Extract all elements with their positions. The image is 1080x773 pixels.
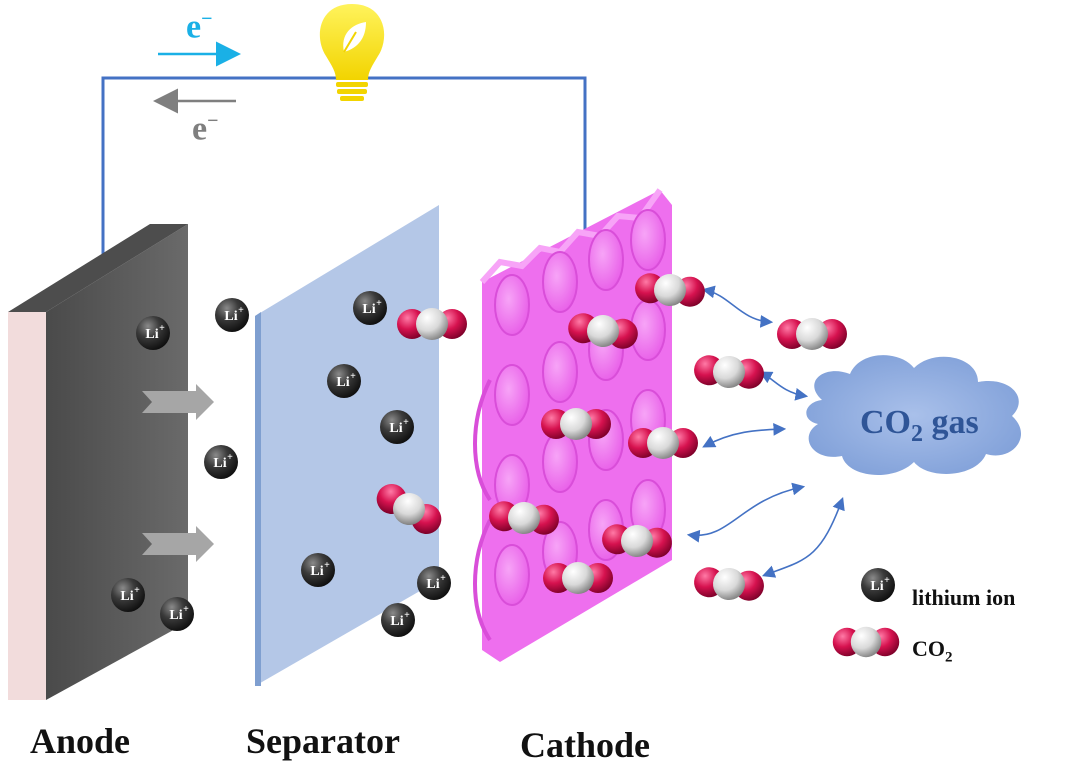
lithium-ion: Li+ [160, 597, 194, 631]
lithium-ion: Li+ [136, 316, 170, 350]
svg-text:+: + [324, 560, 330, 571]
svg-text:Li: Li [426, 577, 439, 592]
exchange-arrow [762, 496, 845, 578]
svg-text:Li: Li [169, 608, 182, 623]
lithium-ion: Li+ [204, 445, 238, 479]
exchange-arrow [686, 482, 806, 543]
legend-co2-formula: CO [912, 636, 945, 661]
cathode-pore [542, 341, 578, 403]
lithium-ion: Li+ [111, 578, 145, 612]
cathode-pore [494, 544, 530, 606]
co2-molecule [777, 318, 847, 350]
lithium-ions: Li+Li+Li+Li+Li+Li+Li+Li+Li+Li+Li+Li+ [111, 291, 895, 637]
electron-symbol: e [186, 8, 202, 46]
co2-molecule [376, 484, 442, 534]
co2-molecule [568, 313, 638, 349]
svg-text:+: + [376, 298, 382, 309]
cathode-pore [588, 229, 624, 291]
lithium-ion: Li+ [861, 568, 895, 602]
cathode-label: Cathode [520, 725, 651, 765]
svg-text:Li: Li [213, 456, 226, 471]
svg-text:+: + [884, 575, 890, 586]
legend-co2-subscript: 2 [945, 649, 953, 666]
svg-text:+: + [183, 604, 189, 615]
legend-co2-label: CO2 [912, 636, 953, 666]
svg-text:Li: Li [224, 309, 237, 324]
lithium-ion: Li+ [381, 603, 415, 637]
cathode-pore [542, 431, 578, 493]
cathode-pore [542, 251, 578, 313]
anode-label: Anode [30, 721, 131, 761]
electron-label-top: e− [186, 8, 213, 46]
lithium-ion: Li+ [301, 553, 335, 587]
cathode-pores [494, 209, 666, 606]
electron-charge: − [207, 110, 219, 132]
lightbulb-leaf-icon [319, 4, 385, 101]
lithium-ion: Li+ [380, 410, 414, 444]
lithium-ion: Li+ [215, 298, 249, 332]
co2-gas-suffix: gas [923, 404, 979, 441]
exchange-arrow [759, 371, 809, 401]
co2-molecule [628, 427, 698, 459]
svg-text:Li: Li [120, 589, 133, 604]
svg-text:+: + [403, 417, 409, 428]
co2-gas-label: CO2 gas [860, 404, 979, 448]
co2-molecule [602, 524, 672, 558]
cathode-pore [494, 364, 530, 426]
svg-text:Li: Li [362, 302, 375, 317]
lithium-ion: Li+ [417, 566, 451, 600]
co2-molecule [832, 626, 900, 658]
exchange-arrow [702, 423, 787, 448]
legend-lithium-label: lithium ion [912, 585, 1016, 610]
svg-text:+: + [227, 452, 233, 463]
cathode-pore [630, 209, 666, 271]
svg-text:Li: Li [310, 564, 323, 579]
co2-cloud [806, 355, 1022, 475]
electron-label-bottom: e− [192, 110, 219, 148]
lithium-ion: Li+ [327, 364, 361, 398]
exchange-arrows [686, 285, 845, 578]
svg-text:+: + [404, 610, 410, 621]
svg-text:+: + [350, 371, 356, 382]
co2-molecule [543, 562, 613, 594]
electron-symbol: e [192, 110, 208, 148]
svg-text:Li: Li [336, 375, 349, 390]
svg-text:+: + [134, 585, 140, 596]
svg-text:Li: Li [390, 614, 403, 629]
co2-molecule [694, 567, 764, 601]
transport-arrow [142, 384, 214, 420]
separator-label: Separator [246, 721, 400, 761]
cathode-pore [494, 274, 530, 336]
co2-gas-formula: CO [860, 404, 911, 441]
exchange-arrow [701, 285, 774, 328]
transport-arrow [142, 526, 214, 562]
svg-text:+: + [238, 305, 244, 316]
anode-slab [8, 224, 188, 700]
co2-molecule [694, 355, 764, 389]
co2-gas-subscript: 2 [911, 420, 923, 447]
electron-charge: − [201, 8, 213, 30]
co2-molecule [541, 408, 611, 440]
svg-text:Li: Li [870, 579, 883, 594]
co2-molecule [635, 273, 705, 307]
svg-text:+: + [440, 573, 446, 584]
co2-molecule [489, 501, 559, 535]
co2-molecules [376, 273, 900, 658]
separator-slab [255, 205, 439, 686]
svg-text:Li: Li [389, 421, 402, 436]
lithium-ion: Li+ [353, 291, 387, 325]
svg-text:Li: Li [145, 327, 158, 342]
co2-molecule [397, 308, 467, 340]
svg-text:+: + [159, 323, 165, 334]
